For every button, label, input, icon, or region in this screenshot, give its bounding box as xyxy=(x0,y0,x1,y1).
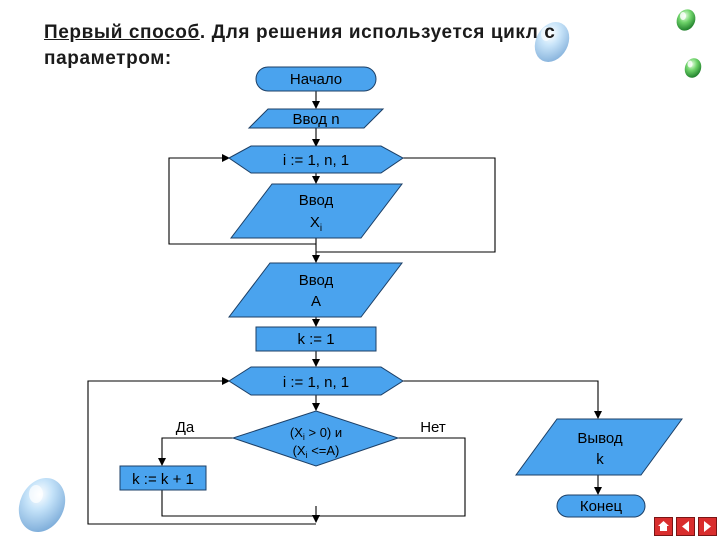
title-line2: параметром: xyxy=(44,48,172,69)
start-terminator[interactable]: Начало xyxy=(255,66,377,92)
input-a-line1: Ввод xyxy=(299,272,334,289)
loop-2-label: i := 1, n, 1 xyxy=(283,374,349,391)
connector-lines xyxy=(87,91,602,525)
nav-forward-button[interactable] xyxy=(698,517,717,536)
end-terminator[interactable]: Конец xyxy=(556,494,646,518)
end-label: Конец xyxy=(580,498,623,515)
condition-decision[interactable]: (Xi > 0) и (Xi <=A) xyxy=(231,410,400,467)
no-branch-label: Нет xyxy=(420,419,446,436)
loop-2-block[interactable]: i := 1, n, 1 xyxy=(228,366,404,396)
yes-branch-label: Да xyxy=(176,419,195,436)
output-k-line2: k xyxy=(596,451,604,468)
input-n-label: Ввод n xyxy=(292,111,339,128)
init-k-block[interactable]: k := 1 xyxy=(255,326,377,352)
input-a-block[interactable]: Ввод A xyxy=(227,262,404,318)
output-k-block[interactable]: Вывод k xyxy=(515,418,683,476)
title-text: . Для решения используется цикл с xyxy=(199,22,556,43)
nav-back-icon xyxy=(682,521,689,532)
slide-title: Первый способ. Для решения используется … xyxy=(44,20,684,72)
output-k-line1: Вывод xyxy=(577,430,623,447)
loop-1-label: i := 1, n, 1 xyxy=(283,152,349,169)
input-a-line2: A xyxy=(311,293,321,310)
loop-1-block[interactable]: i := 1, n, 1 xyxy=(228,145,404,174)
nav-home-button[interactable] xyxy=(654,517,673,536)
input-x-block[interactable]: Ввод Xi xyxy=(229,183,404,239)
title-emphasis: Первый способ xyxy=(44,22,200,43)
input-x-line1: Ввод xyxy=(299,192,334,209)
increment-k-label: k := k + 1 xyxy=(132,471,194,488)
start-label: Начало xyxy=(290,71,342,88)
init-k-label: k := 1 xyxy=(297,331,334,348)
condition-line1: (Xi > 0) и xyxy=(290,425,342,442)
input-x-line2: Xi xyxy=(310,214,322,234)
nav-home-icon xyxy=(658,521,669,531)
condition-line2: (Xi <=A) xyxy=(293,443,340,460)
nav-forward-icon xyxy=(704,521,711,532)
increment-k-block[interactable]: k := k + 1 xyxy=(119,465,207,491)
nav-back-button[interactable] xyxy=(676,517,695,536)
input-n-block[interactable]: Ввод n xyxy=(247,108,385,129)
